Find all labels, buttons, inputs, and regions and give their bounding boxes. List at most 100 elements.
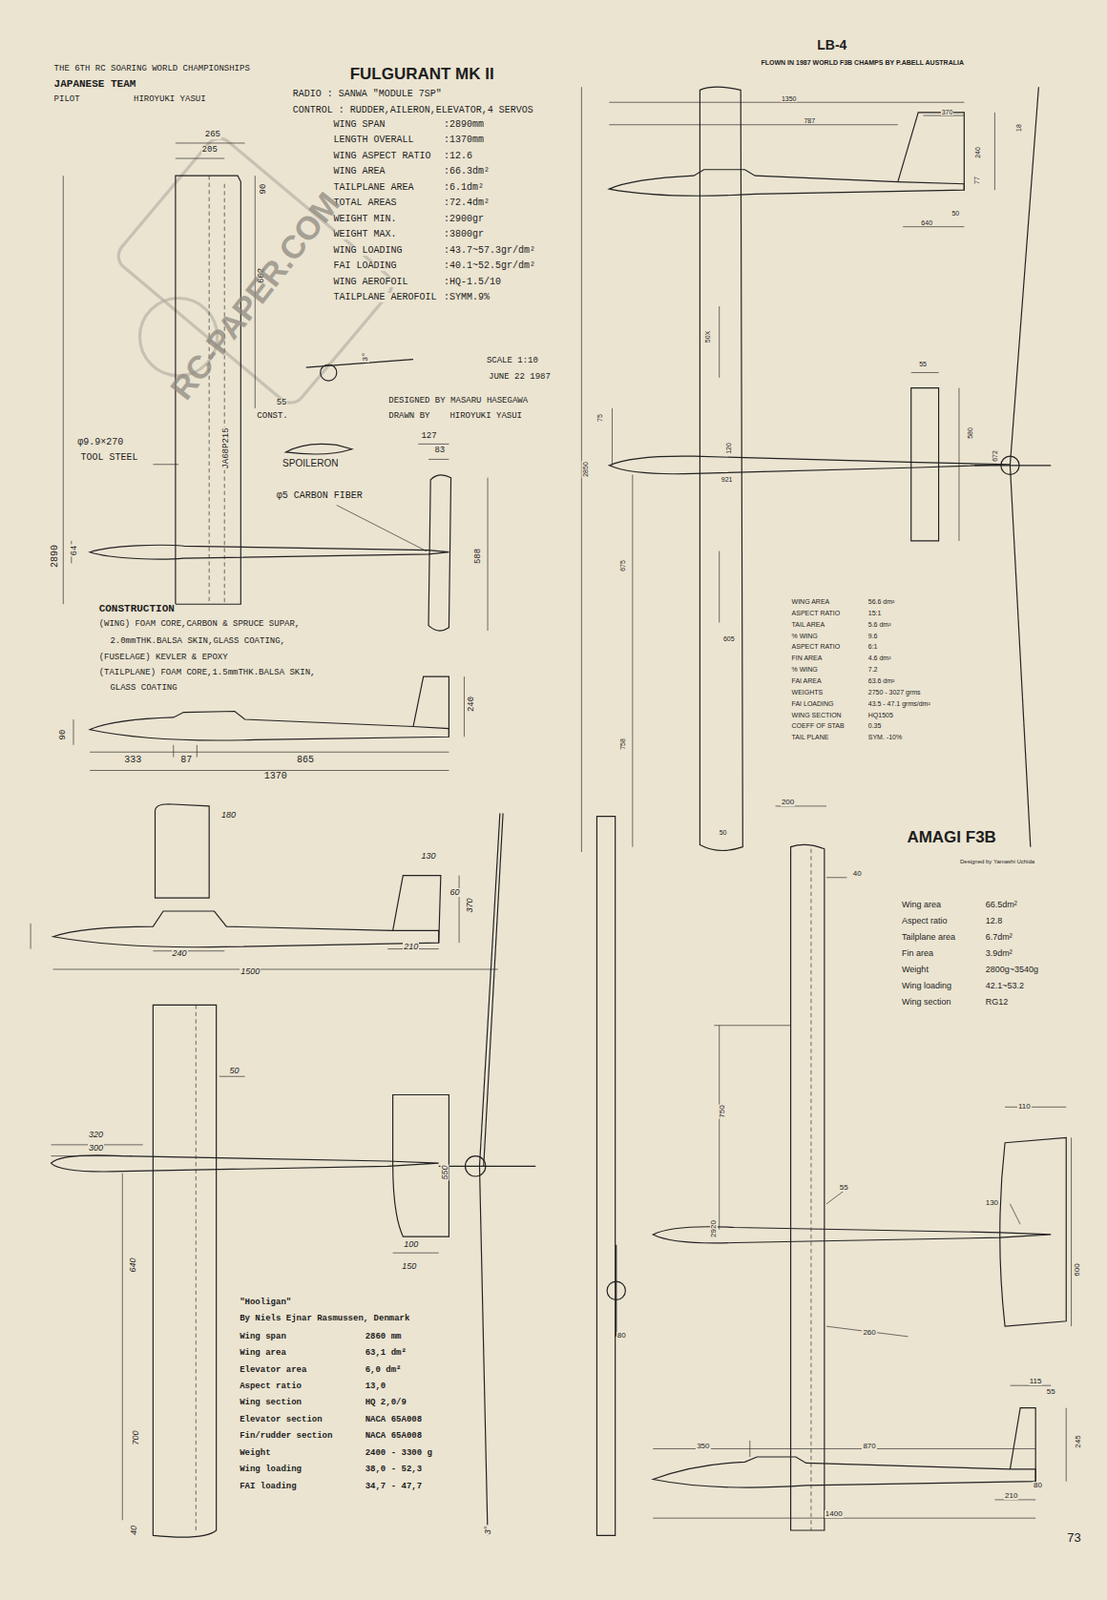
plan-label: JUNE 22 1987 xyxy=(487,373,552,382)
plan-label: 2.0mmTHK.BALSA SKIN,GLASS COATING, xyxy=(108,637,287,647)
plan-label: (FUSELAGE) KEVLER & EPOXY xyxy=(98,653,230,663)
drawing-stroke xyxy=(30,923,32,950)
heading-text: Fin/rudder section xyxy=(238,1432,334,1442)
heading-text: CONSTRUCTION xyxy=(98,604,176,615)
heading-text: 2860 mm xyxy=(364,1333,403,1342)
heading-text: 6,0 dm² xyxy=(364,1366,403,1376)
plan-label: :40.1~52.5gr/dm² xyxy=(442,261,537,272)
drawing-stroke xyxy=(958,388,960,542)
dimension-label: 675 xyxy=(619,560,627,574)
heading-text: LB-4 xyxy=(815,38,848,52)
plan-label: 110 xyxy=(1017,1103,1032,1111)
hooligan-side-view xyxy=(30,804,499,970)
plan-label: Wing loading xyxy=(900,981,953,991)
dimension-label: 3° xyxy=(483,1524,493,1536)
plan-label: GLASS COATING xyxy=(108,684,178,693)
heading-text: Wing span xyxy=(238,1333,288,1342)
plan-label: Fin area xyxy=(900,949,935,959)
hooligan-top-view xyxy=(50,813,536,1538)
dimension-label: 550 xyxy=(440,1165,450,1182)
dimension-label: 2890 xyxy=(50,543,61,569)
plan-label: (TAILPLANE) FOAM CORE,1.5mmTHK.BALSA SKI… xyxy=(98,668,317,678)
plan-label: WING AREA xyxy=(333,167,387,177)
drawing-stroke xyxy=(122,1173,124,1522)
plan-label: 605 xyxy=(722,635,736,643)
plan-label: 200 xyxy=(780,798,795,807)
drawing-stroke xyxy=(718,551,720,624)
plan-label: Aspect ratio xyxy=(900,917,949,926)
plan-label: HIROYUKI YASUI xyxy=(132,95,208,105)
plan-label: 1370 xyxy=(263,772,289,782)
drawing-stroke xyxy=(652,1518,1036,1520)
drawing-stroke xyxy=(152,950,225,952)
plan-label: WEIGHTS xyxy=(791,689,825,696)
drawing-stroke xyxy=(1070,1137,1072,1327)
plan-label: TAIL AREA xyxy=(791,621,827,628)
drawing-stroke xyxy=(611,408,613,466)
drawing-stroke xyxy=(718,306,720,378)
heading-text: NACA 65A008 xyxy=(364,1432,423,1442)
drawing-stroke xyxy=(50,1155,439,1172)
drawing-stroke xyxy=(62,175,64,605)
dimension-label: 588 xyxy=(474,547,483,565)
drawing-stroke xyxy=(615,1245,617,1337)
heading-text: JAPANESE TEAM xyxy=(53,79,138,90)
plan-label: Designed by Yamashi Uchida xyxy=(959,858,1036,865)
plan-label: 9.6 xyxy=(867,632,879,640)
drawing-stroke xyxy=(89,710,449,741)
dimension-label: 2850 xyxy=(581,460,588,479)
drawing-stroke xyxy=(175,158,225,160)
plan-label: 640 xyxy=(919,219,934,227)
plan-label: 2800g~3540g xyxy=(984,965,1040,975)
drawing-stroke xyxy=(898,112,964,190)
dimension-label: 640 xyxy=(127,1256,137,1274)
plan-label: 42.1~53.2 xyxy=(984,981,1025,991)
plan-label: DRAWN BY xyxy=(387,412,431,421)
drawing-stroke xyxy=(196,745,198,758)
heading-text: HQ 2,0/9 xyxy=(364,1399,408,1408)
drawing-stroke xyxy=(718,1025,720,1231)
heading-text: Elevator section xyxy=(238,1416,323,1425)
plan-label: THE 6TH RC SOARING WORLD CHAMPIONSHIPS xyxy=(53,64,251,74)
fulgurant-top-view xyxy=(62,143,488,631)
watermark-stamp xyxy=(112,132,397,409)
plan-label: 210 xyxy=(1003,1492,1019,1501)
plan-label: 787 xyxy=(802,117,816,125)
drawing-stroke xyxy=(50,1155,133,1157)
dimension-label: 580 xyxy=(965,427,973,441)
dimension-label: 240 xyxy=(466,695,476,713)
heading-text: 38,0 - 52,3 xyxy=(364,1465,423,1475)
plan-label: 130 xyxy=(984,1199,1000,1208)
drawing-stroke xyxy=(713,1024,791,1026)
plan-label: :3800gr xyxy=(442,229,485,240)
plan-label: 127 xyxy=(419,432,438,441)
plan-label: 1500 xyxy=(239,967,261,977)
plan-label: 56.6 dm² xyxy=(867,598,897,606)
dimension-label: 90 xyxy=(59,728,68,741)
plan-label: 12.8 xyxy=(984,917,1004,926)
dimension-label: 3° xyxy=(361,351,370,363)
plan-label: :2900gr xyxy=(442,214,485,225)
plan-label: 150 xyxy=(400,1262,418,1272)
plan-label: FAI LOADING xyxy=(791,700,836,708)
plan-label: 0.35 xyxy=(867,722,883,730)
plan-label: 40 xyxy=(852,870,863,878)
dimension-label: JA68P215 xyxy=(222,427,231,471)
heading-text: Wing loading xyxy=(238,1465,303,1475)
plan-label: 73 xyxy=(1065,1531,1082,1545)
lb4-side-view xyxy=(608,102,995,227)
lb4-top-view xyxy=(581,86,1051,853)
drawing-stroke xyxy=(417,443,449,445)
plan-label: :43.7~57.3gr/dm² xyxy=(442,246,537,256)
amagi-top-view xyxy=(652,806,1071,1531)
drawing-stroke xyxy=(112,132,397,409)
plan-label: RG12 xyxy=(984,998,1010,1007)
dimension-label: 50X xyxy=(703,330,711,344)
drawing-stroke xyxy=(428,475,452,631)
plan-label: 66.5dm² xyxy=(984,900,1019,910)
plan-label: :72.4dm² xyxy=(442,198,491,209)
plan-label: 115 xyxy=(1028,1378,1044,1386)
plan-label: 80 xyxy=(616,1332,627,1340)
plan-label: DESIGNED BY MASARU HASEGAWA xyxy=(387,396,529,406)
